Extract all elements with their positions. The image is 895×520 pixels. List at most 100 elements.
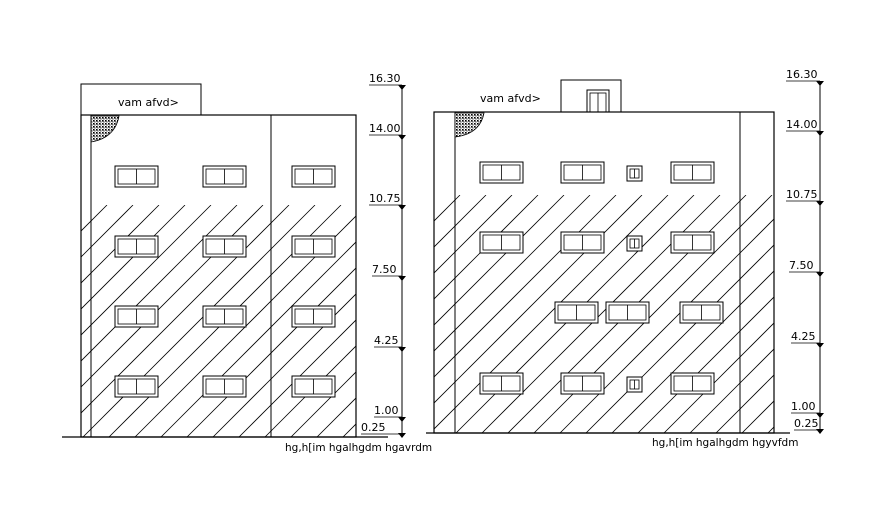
level-arrow [816, 272, 824, 277]
hatch-line [81, 205, 290, 414]
level-arrow [816, 81, 824, 86]
level-marker: 14.00 [369, 122, 406, 140]
hatch-line [741, 400, 774, 433]
elevation-caption: hg,h[im hgalhgdm hgavrdm [285, 442, 432, 454]
window [202, 375, 247, 398]
level-arrow [816, 429, 824, 434]
right-elevation: vam afvd> [426, 79, 895, 434]
hatch-line [637, 296, 774, 433]
window-group [479, 161, 724, 395]
level-marker: 16.30 [369, 72, 406, 90]
level-arrow [816, 343, 824, 348]
roof-door [586, 89, 610, 113]
level-value: 10.75 [369, 192, 401, 205]
window [479, 161, 524, 184]
level-arrow [398, 135, 406, 140]
roof-label: vam afvd> [480, 92, 541, 105]
window [670, 372, 715, 395]
window [202, 165, 247, 188]
level-arrow [816, 201, 824, 206]
stone-texture [90, 115, 120, 143]
level-marker: 7.50 [789, 259, 824, 277]
level-arrow [398, 276, 406, 281]
hatch-line [316, 397, 356, 437]
window [670, 231, 715, 254]
small-window [626, 235, 643, 252]
small-window [626, 376, 643, 393]
hatch-line [611, 270, 774, 433]
hatch-line [434, 195, 565, 326]
level-value: 10.75 [786, 188, 818, 201]
window [202, 305, 247, 328]
level-value: 14.00 [786, 118, 818, 131]
level-value: 4.25 [791, 330, 816, 343]
hatch-line [689, 348, 774, 433]
hatch-line [81, 205, 212, 336]
roof-label: vam afvd> [118, 96, 179, 109]
hatch-line [434, 195, 591, 352]
level-value: 0.25 [794, 417, 819, 430]
level-marker: 4.25 [791, 330, 824, 348]
level-marker: 10.75 [786, 188, 824, 206]
hatch-line [434, 195, 669, 430]
window [114, 235, 159, 258]
window [114, 375, 159, 398]
level-marker: 0.25 [361, 421, 406, 438]
hatch-line [81, 205, 82, 206]
window [554, 301, 599, 324]
level-marker: 1.00 [791, 400, 824, 418]
stair-head-box [560, 79, 622, 113]
window [291, 375, 336, 398]
level-arrow [398, 85, 406, 90]
level-arrow [398, 205, 406, 210]
level-arrow [398, 347, 406, 352]
window [291, 235, 336, 258]
hatch-line [160, 241, 356, 437]
window-group [114, 165, 336, 398]
level-arrow [816, 413, 824, 418]
hatch-line [715, 374, 774, 433]
level-value: 7.50 [789, 259, 814, 272]
small-window [626, 165, 643, 182]
hatch-line [290, 371, 356, 437]
right-level-markers: 16.30 14.00 10.75 7.50 4.25 1.00 [786, 68, 824, 434]
level-value: 16.30 [369, 72, 401, 85]
building-outline [80, 114, 357, 438]
stone-texture [454, 112, 485, 138]
hatch-line [434, 195, 487, 248]
hatch-line [264, 345, 356, 437]
hatch-line [238, 319, 356, 437]
window [679, 301, 724, 324]
level-marker: 4.25 [374, 334, 406, 352]
window [291, 165, 336, 188]
window [560, 231, 605, 254]
hatch-line [81, 205, 134, 258]
level-marker: 7.50 [372, 263, 406, 281]
window [479, 231, 524, 254]
window [114, 305, 159, 328]
window [291, 305, 336, 328]
window [605, 301, 650, 324]
level-value: 7.50 [372, 263, 397, 276]
level-arrow [398, 433, 406, 438]
left-level-markers: 16.30 14.00 10.75 7.50 4.25 1.00 [361, 72, 406, 438]
level-arrow [398, 417, 406, 422]
window [670, 161, 715, 184]
left-elevation: vam afvd> [62, 83, 388, 438]
level-value: 1.00 [374, 404, 399, 417]
hatch-line [82, 205, 316, 437]
level-value: 16.30 [786, 68, 818, 81]
elevation-caption: hg,h[im hgalhgdm hgyvfdm [652, 437, 798, 449]
window [202, 235, 247, 258]
level-marker: 16.30 [786, 68, 824, 86]
level-value: 1.00 [791, 400, 816, 413]
hatch-line [767, 426, 774, 433]
hatch-line [794, 195, 895, 433]
level-value: 4.25 [374, 334, 399, 347]
level-marker: 0.25 [794, 417, 824, 434]
level-value: 0.25 [361, 421, 386, 434]
window [560, 161, 605, 184]
window [479, 372, 524, 395]
window [560, 372, 605, 395]
